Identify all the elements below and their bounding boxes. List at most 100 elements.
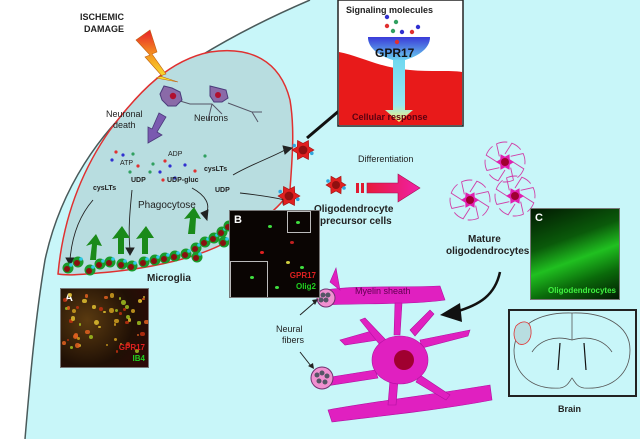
panel-c-stain-oligodendrocytes: Oligodendrocytes — [548, 286, 616, 295]
mature-label-1: Mature — [468, 234, 501, 245]
title-damage: DAMAGE — [84, 24, 124, 34]
udp-right-label: UDP — [215, 187, 230, 194]
mature-label-2: oligodendrocytes — [446, 246, 529, 257]
cellular-response-label: Cellular response — [352, 112, 428, 122]
cell-dot — [144, 320, 149, 325]
cell-dot — [128, 318, 131, 321]
neuronal-death-label: Neuronal — [106, 109, 143, 119]
cell-dot — [119, 312, 122, 315]
microglia-cell — [85, 265, 96, 276]
neural-fibers-label-1: Neural — [276, 324, 303, 334]
cell-dot — [77, 337, 81, 341]
cell-dot — [119, 297, 121, 299]
microglia-cell — [160, 253, 171, 264]
panel-b-letter: B — [234, 214, 242, 226]
cell-dot — [140, 332, 144, 336]
cell-dot — [94, 320, 99, 325]
cell-dot — [103, 311, 105, 313]
cell-dot — [143, 296, 145, 298]
udp-gluc-label: UDP-gluc — [167, 177, 199, 184]
microglia-cell — [63, 263, 74, 274]
cell-dot — [98, 326, 100, 328]
cell-dot — [99, 307, 103, 311]
cell-dot — [114, 338, 117, 341]
cell-dot — [85, 330, 90, 335]
neural-fiber-2 — [311, 367, 333, 389]
microglia-cell — [105, 257, 116, 268]
phagocytose-label: Phagocytose — [138, 200, 196, 211]
cell-dot — [63, 298, 67, 302]
microglia-cell — [139, 257, 150, 268]
microglia-cell — [127, 261, 138, 272]
cell-dot — [75, 343, 80, 348]
cell-dot — [286, 261, 290, 264]
opc-label-2: precursor cells — [320, 216, 392, 227]
cell-dot — [138, 299, 142, 303]
panel-a-micrograph: A GPR17 IB4 — [60, 288, 149, 368]
differentiation-label: Differentiation — [358, 154, 413, 164]
cell-dot — [250, 276, 254, 279]
opc-label-1: Oligodendrocyte — [314, 204, 393, 215]
adp-label: ADP — [168, 151, 182, 158]
cell-dot — [92, 305, 95, 308]
cell-dot — [115, 309, 118, 312]
cell-dot — [131, 309, 136, 314]
cell-dot — [109, 308, 114, 313]
neuronal-death-label-2: death — [113, 120, 136, 130]
cell-dot — [79, 323, 82, 326]
panel-b-micrograph: B GPR17 Olig2 — [229, 210, 320, 298]
cell-dot — [275, 286, 279, 289]
panel-b-stain-olig2: Olig2 — [296, 282, 316, 291]
cell-dot — [104, 296, 108, 300]
cyslts-left-label: cysLTs — [93, 185, 116, 192]
signaling-box — [338, 0, 463, 126]
microglia-cell — [95, 259, 106, 270]
cyslts-right-label: cysLTs — [204, 166, 227, 173]
cell-dot — [123, 308, 126, 311]
panel-c-micrograph: C Oligodendrocytes — [530, 208, 620, 300]
neurons-label: Neurons — [194, 113, 228, 123]
cell-dot — [268, 225, 272, 228]
title-ischemic: ISCHEMIC — [80, 12, 124, 22]
neural-fibers-label-2: fibers — [282, 335, 304, 345]
atp-label: ATP — [120, 160, 133, 167]
brain-inset — [509, 310, 636, 396]
cell-dot — [137, 334, 139, 336]
cell-dot — [89, 335, 93, 339]
microglia-cell — [219, 237, 230, 248]
panel-b-inset-bottom — [230, 261, 268, 298]
cell-dot — [70, 346, 73, 349]
cell-dot — [67, 339, 69, 341]
cell-dot — [72, 309, 77, 314]
cell-dot — [106, 344, 108, 346]
microglia-cell — [150, 255, 161, 266]
gpr17-label: GPR17 — [375, 46, 414, 60]
cell-dot — [300, 266, 304, 269]
cell-dot — [110, 293, 114, 297]
cell-dot — [71, 316, 75, 320]
microglia-cell — [170, 251, 181, 262]
myelin-sheath-label: Myelin sheath — [355, 286, 411, 296]
microglia-cell — [73, 257, 84, 268]
microglia-cell — [117, 259, 128, 270]
udp-label: UDP — [131, 177, 146, 184]
signaling-molecules-label: Signaling molecules — [346, 5, 433, 15]
cell-dot — [296, 221, 300, 224]
cell-dot — [62, 341, 66, 345]
cell-dot — [85, 294, 89, 298]
panel-a-stain-ib4: IB4 — [133, 354, 145, 363]
cell-dot — [82, 299, 86, 303]
cell-dot — [290, 241, 294, 244]
microglia-label: Microglia — [147, 273, 191, 284]
cell-dot — [76, 306, 79, 309]
microglia-cell — [192, 252, 203, 263]
panel-a-stain-gpr17: GPR17 — [119, 343, 145, 352]
panel-b-stain-gpr17: GPR17 — [290, 271, 316, 280]
cell-dot — [67, 306, 70, 309]
microglia-cell — [181, 249, 192, 260]
brain-label: Brain — [558, 404, 581, 414]
cell-dot — [137, 321, 140, 324]
panel-c-letter: C — [535, 212, 543, 224]
cell-dot — [260, 251, 264, 254]
